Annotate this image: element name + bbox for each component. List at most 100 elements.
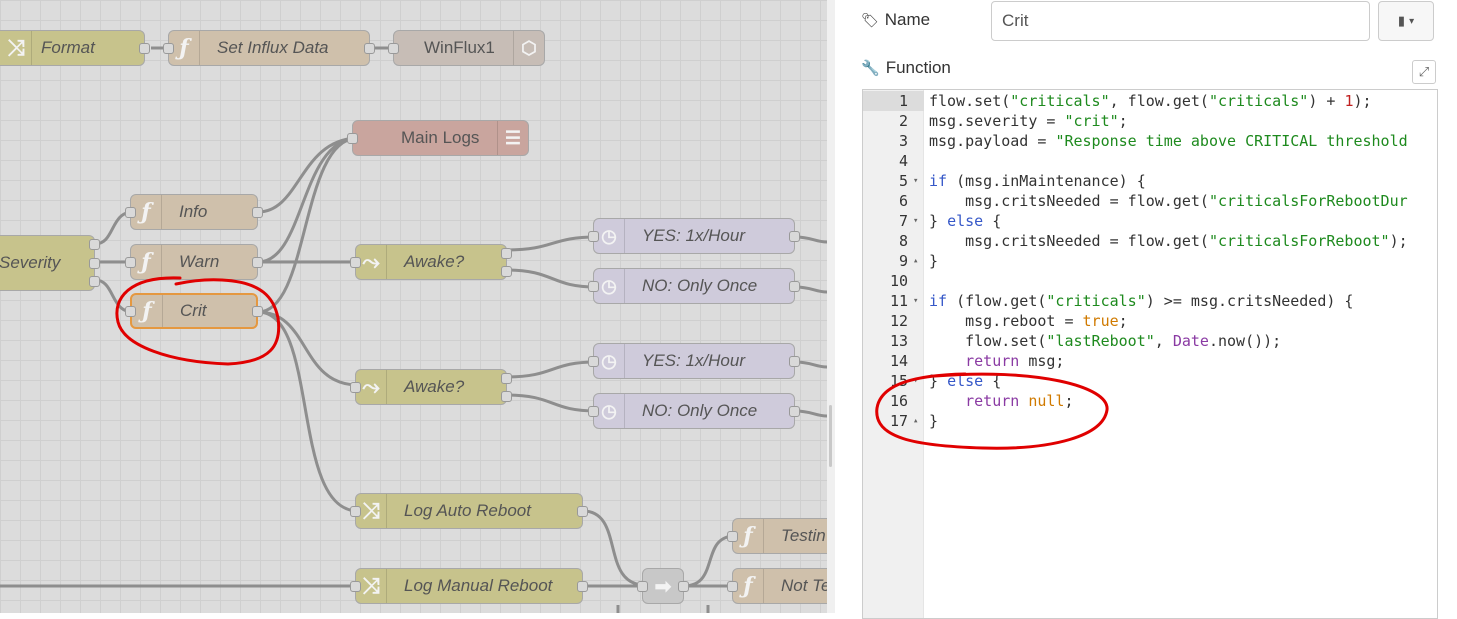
- code-text: return null;: [965, 392, 1074, 410]
- delay-node[interactable]: ◷ NO: Only Once: [588, 268, 800, 304]
- fold-open-icon[interactable]: ▾: [913, 176, 919, 186]
- output-port[interactable]: [252, 207, 263, 218]
- fold-close-icon[interactable]: ▴: [913, 416, 919, 426]
- name-label: Name: [884, 10, 931, 29]
- input-port[interactable]: [125, 207, 136, 218]
- input-port[interactable]: [588, 231, 599, 242]
- input-port[interactable]: [588, 406, 599, 417]
- splitter-grip[interactable]: [829, 405, 832, 467]
- code-line[interactable]: 10: [863, 271, 1437, 291]
- input-port[interactable]: [727, 581, 738, 592]
- output-port[interactable]: [789, 356, 800, 367]
- expand-editor-button[interactable]: ⤢: [1412, 60, 1436, 84]
- code-line[interactable]: 11▾if (flow.get("criticals") >= msg.crit…: [863, 291, 1437, 311]
- library-button[interactable]: ▮ ▾: [1378, 1, 1434, 41]
- code-line[interactable]: 13 flow.set("lastReboot", Date.now());: [863, 331, 1437, 351]
- output-port[interactable]: [501, 391, 512, 402]
- link-node[interactable]: ➡: [637, 568, 689, 604]
- input-port[interactable]: [125, 306, 136, 317]
- timer-icon: ◷: [594, 394, 625, 428]
- input-port[interactable]: [163, 43, 174, 54]
- code-line[interactable]: 14 return msg;: [863, 351, 1437, 371]
- testing-node[interactable]: ƒ Testin: [727, 518, 827, 554]
- output-port[interactable]: [89, 276, 100, 287]
- fold-open-icon[interactable]: ▾: [913, 216, 919, 226]
- input-port[interactable]: [588, 356, 599, 367]
- output-port[interactable]: [252, 306, 263, 317]
- annotation-circle: [115, 276, 281, 366]
- input-port[interactable]: [350, 581, 361, 592]
- fold-close-icon[interactable]: ▴: [913, 256, 919, 266]
- code-text: flow.set("lastReboot", Date.now());: [929, 332, 1282, 350]
- code-line[interactable]: 16 return null;: [863, 391, 1437, 411]
- crit-node[interactable]: ƒ Crit: [125, 293, 263, 329]
- info-node[interactable]: ƒ Info: [125, 194, 263, 230]
- output-port[interactable]: [789, 406, 800, 417]
- output-port[interactable]: [678, 581, 689, 592]
- expand-icon: ⤢: [1418, 64, 1430, 79]
- panel-splitter[interactable]: [827, 0, 835, 613]
- input-port[interactable]: [388, 43, 399, 54]
- caret-down-icon: ▾: [1409, 15, 1415, 27]
- awake-switch-node[interactable]: ⤳ Awake?: [350, 244, 512, 280]
- line-number: 1: [898, 92, 908, 110]
- output-port[interactable]: [789, 281, 800, 292]
- timer-icon: ◷: [594, 219, 625, 253]
- code-line[interactable]: 6 msg.critsNeeded = flow.get("criticalsF…: [863, 191, 1437, 211]
- name-property: 🏷 Name: [861, 10, 930, 30]
- input-port[interactable]: [727, 531, 738, 542]
- output-port[interactable]: [89, 239, 100, 250]
- log-auto-reboot-node[interactable]: ⤨ Log Auto Reboot: [350, 493, 588, 529]
- line-number-cell: 10: [863, 271, 924, 291]
- warn-node[interactable]: ƒ Warn: [125, 244, 263, 280]
- input-port[interactable]: [350, 382, 361, 393]
- delay-node[interactable]: ◷ NO: Only Once: [588, 393, 800, 429]
- node-label: NO: Only Once: [642, 276, 758, 295]
- input-port[interactable]: [350, 257, 361, 268]
- output-port[interactable]: [252, 257, 263, 268]
- format-node[interactable]: ⤨ Format: [0, 30, 150, 66]
- delay-node[interactable]: ◷ YES: 1x/Hour: [588, 343, 800, 379]
- severity-node[interactable]: Severity: [0, 235, 100, 291]
- code-line[interactable]: 9▴}: [863, 251, 1437, 271]
- output-port[interactable]: [89, 258, 100, 269]
- output-port[interactable]: [501, 373, 512, 384]
- output-port[interactable]: [789, 231, 800, 242]
- fold-open-icon[interactable]: ▾: [913, 296, 919, 306]
- winflux-node[interactable]: WinFlux1 ⬡: [388, 30, 545, 66]
- input-port[interactable]: [350, 506, 361, 517]
- code-line[interactable]: 15▾} else {: [863, 371, 1437, 391]
- output-port[interactable]: [501, 248, 512, 259]
- output-port[interactable]: [501, 266, 512, 277]
- code-line[interactable]: 5▾if (msg.inMaintenance) {: [863, 171, 1437, 191]
- line-number: 5: [898, 172, 908, 190]
- name-input[interactable]: [991, 1, 1370, 41]
- code-line[interactable]: 17▴}: [863, 411, 1437, 431]
- main-logs-node[interactable]: Main Logs ☰: [347, 120, 529, 156]
- code-line[interactable]: 8 msg.critsNeeded = flow.get("criticalsF…: [863, 231, 1437, 251]
- input-port[interactable]: [637, 581, 648, 592]
- log-manual-reboot-node[interactable]: ⤨ Log Manual Reboot: [350, 568, 588, 604]
- not-te-node[interactable]: ƒ Not Te: [727, 568, 827, 604]
- code-text: msg.reboot = true;: [929, 312, 1128, 330]
- output-port[interactable]: [364, 43, 375, 54]
- input-port[interactable]: [347, 133, 358, 144]
- code-line[interactable]: 12 msg.reboot = true;: [863, 311, 1437, 331]
- fold-open-icon[interactable]: ▾: [913, 376, 919, 386]
- input-port[interactable]: [125, 257, 136, 268]
- code-line[interactable]: 7▾} else {: [863, 211, 1437, 231]
- input-port[interactable]: [588, 281, 599, 292]
- output-port[interactable]: [139, 43, 150, 54]
- flow-canvas[interactable]: ⤨ Format ƒ Set Influx Data WinFlux1 ⬡ Ma…: [0, 0, 827, 613]
- code-line[interactable]: 4: [863, 151, 1437, 171]
- delay-node[interactable]: ◷ YES: 1x/Hour: [588, 218, 800, 254]
- output-port[interactable]: [577, 581, 588, 592]
- output-port[interactable]: [577, 506, 588, 517]
- awake-switch-node[interactable]: ⤳ Awake?: [350, 369, 512, 405]
- function-icon: ƒ: [132, 295, 163, 327]
- set-influx-node[interactable]: ƒ Set Influx Data: [163, 30, 375, 66]
